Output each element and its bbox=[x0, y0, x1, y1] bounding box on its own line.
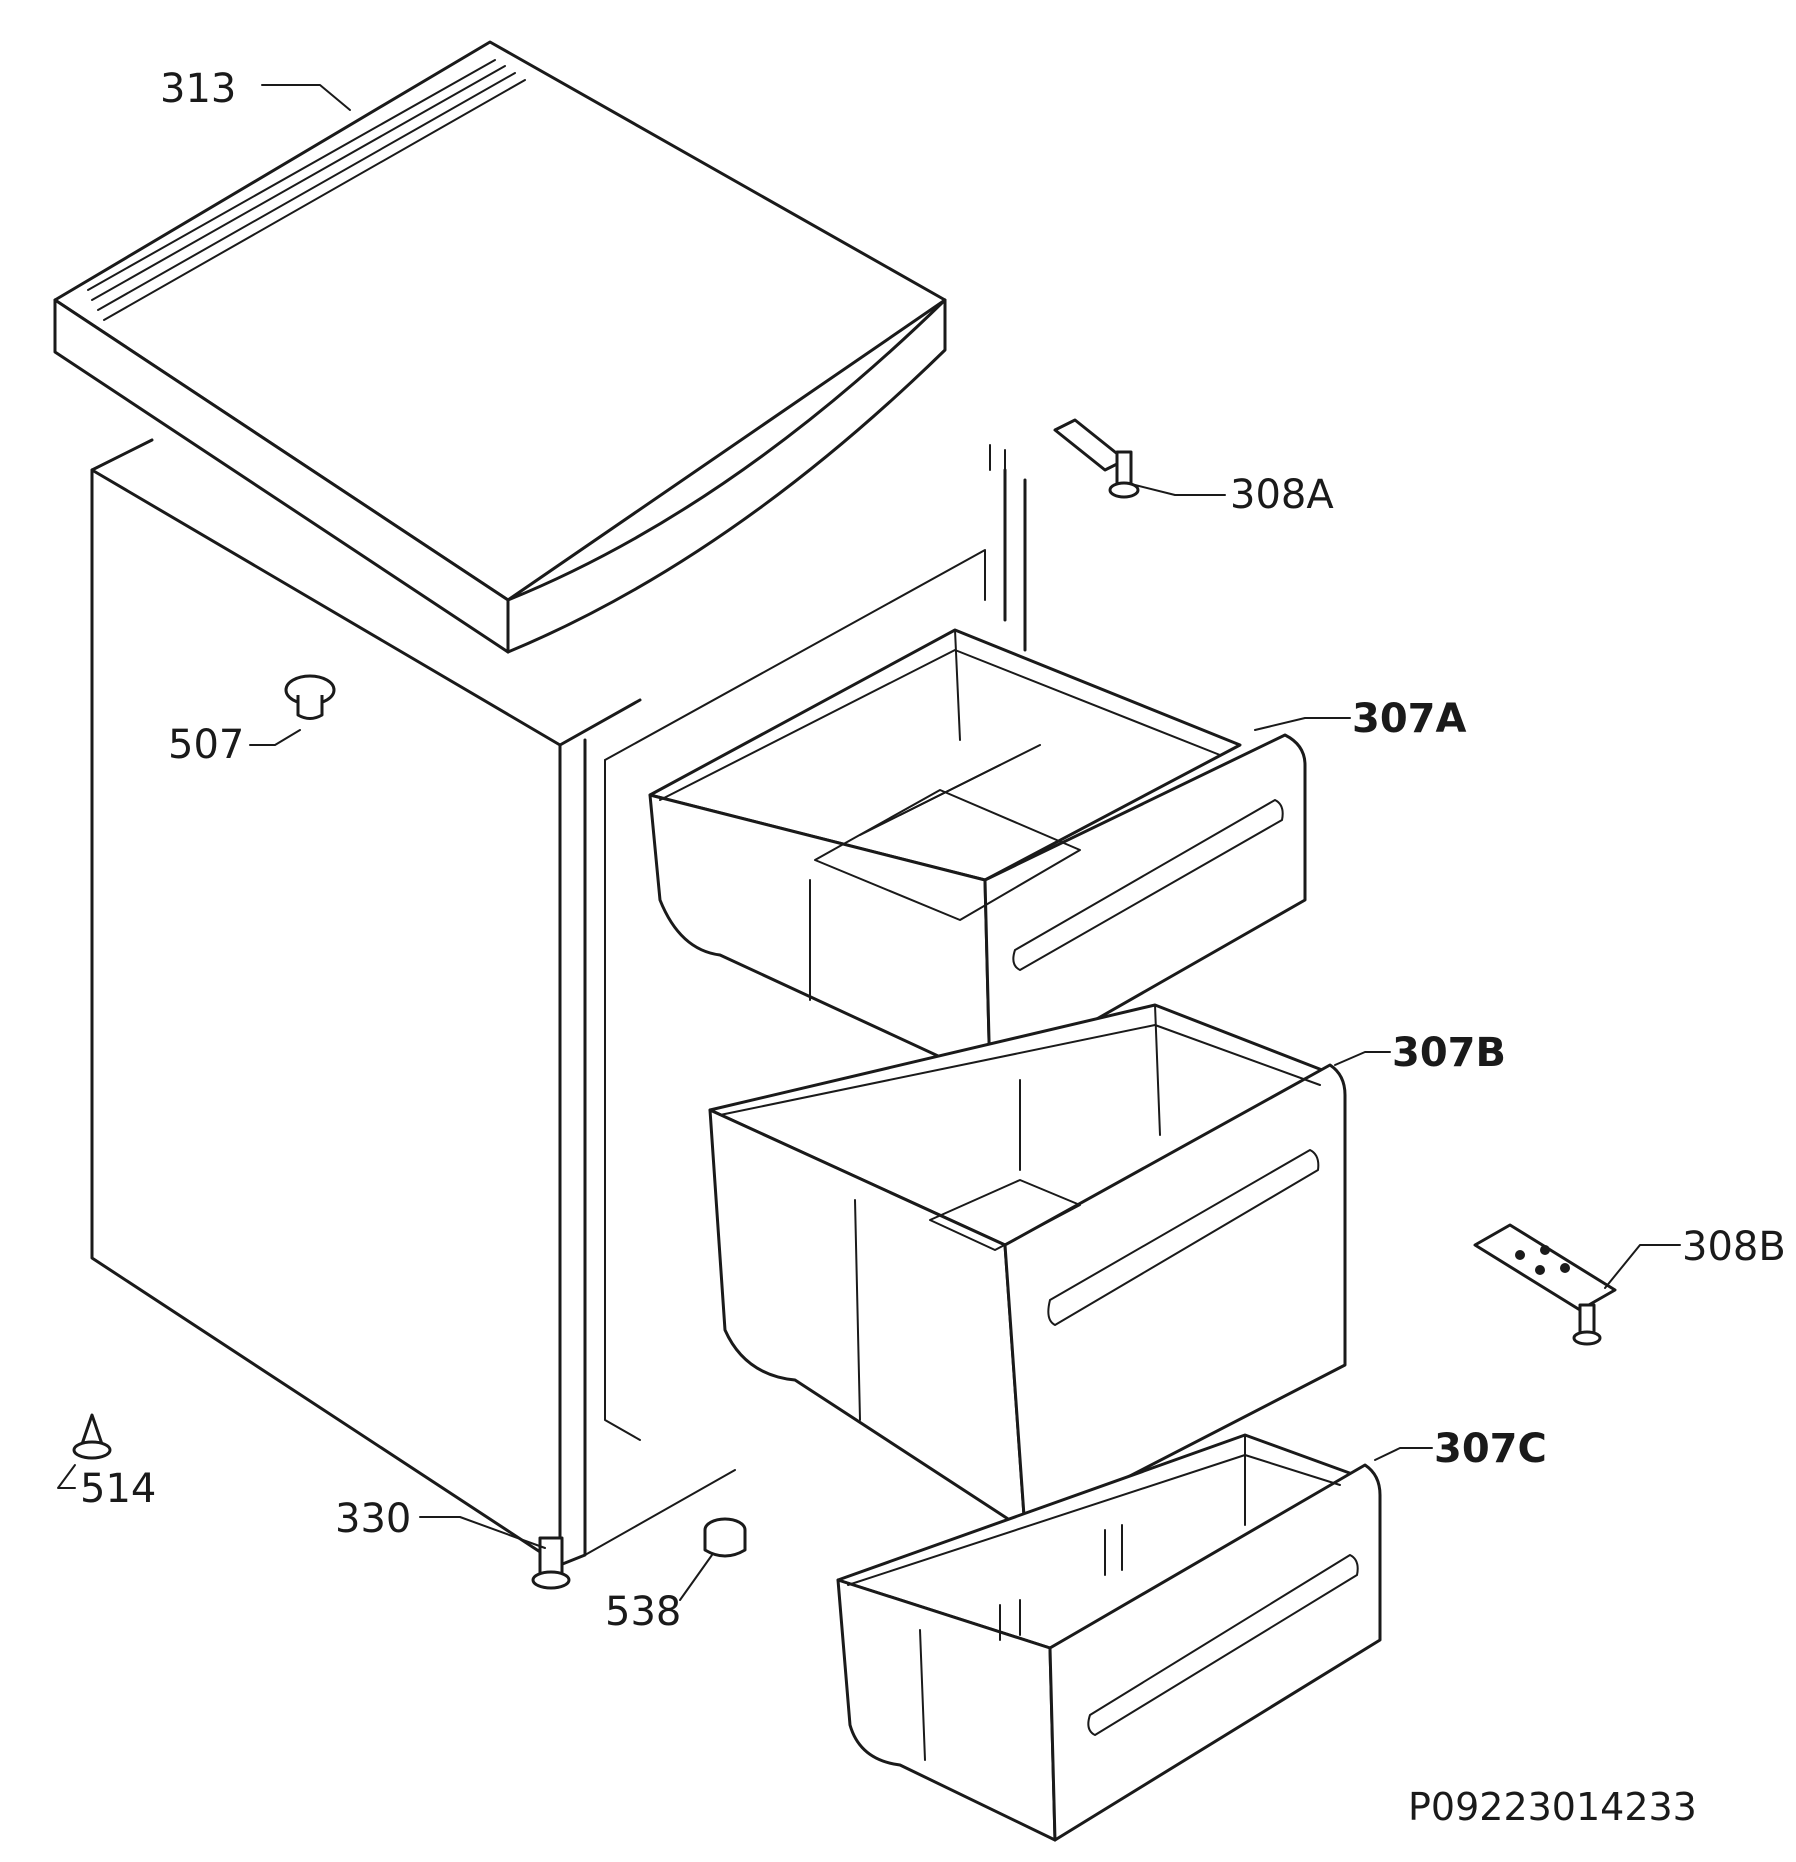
callout-538: 538 bbox=[605, 1589, 681, 1635]
plug-507-part bbox=[284, 674, 336, 720]
callout-307c: 307C bbox=[1434, 1426, 1547, 1472]
callout-308a: 308A bbox=[1230, 472, 1334, 518]
callout-307b: 307B bbox=[1392, 1030, 1506, 1076]
drawer-307c-part bbox=[836, 1433, 1382, 1842]
drawer-307b-part bbox=[708, 1003, 1347, 1532]
foot-514-part bbox=[72, 1413, 112, 1460]
hinge-308b-part bbox=[1473, 1223, 1617, 1346]
callout-507: 507 bbox=[168, 722, 244, 768]
callout-330: 330 bbox=[335, 1496, 411, 1542]
callout-labels: 313 308A 507 307A 307B 308B 307C 514 330… bbox=[80, 66, 1786, 1829]
cabinet-body bbox=[90, 438, 1027, 1567]
drawing-code: P09223014233 bbox=[1408, 1785, 1697, 1829]
callout-313: 313 bbox=[160, 66, 236, 112]
leader-lines bbox=[57, 84, 1681, 1601]
callout-308b: 308B bbox=[1682, 1224, 1786, 1270]
drawer-307a-part bbox=[648, 628, 1307, 1082]
top-lid-part bbox=[53, 40, 947, 654]
callout-514: 514 bbox=[80, 1466, 156, 1512]
callout-307a: 307A bbox=[1352, 696, 1466, 742]
hinge-308a-part bbox=[1053, 418, 1140, 499]
foot-330-part bbox=[531, 1536, 571, 1590]
cap-538-part bbox=[703, 1517, 747, 1558]
